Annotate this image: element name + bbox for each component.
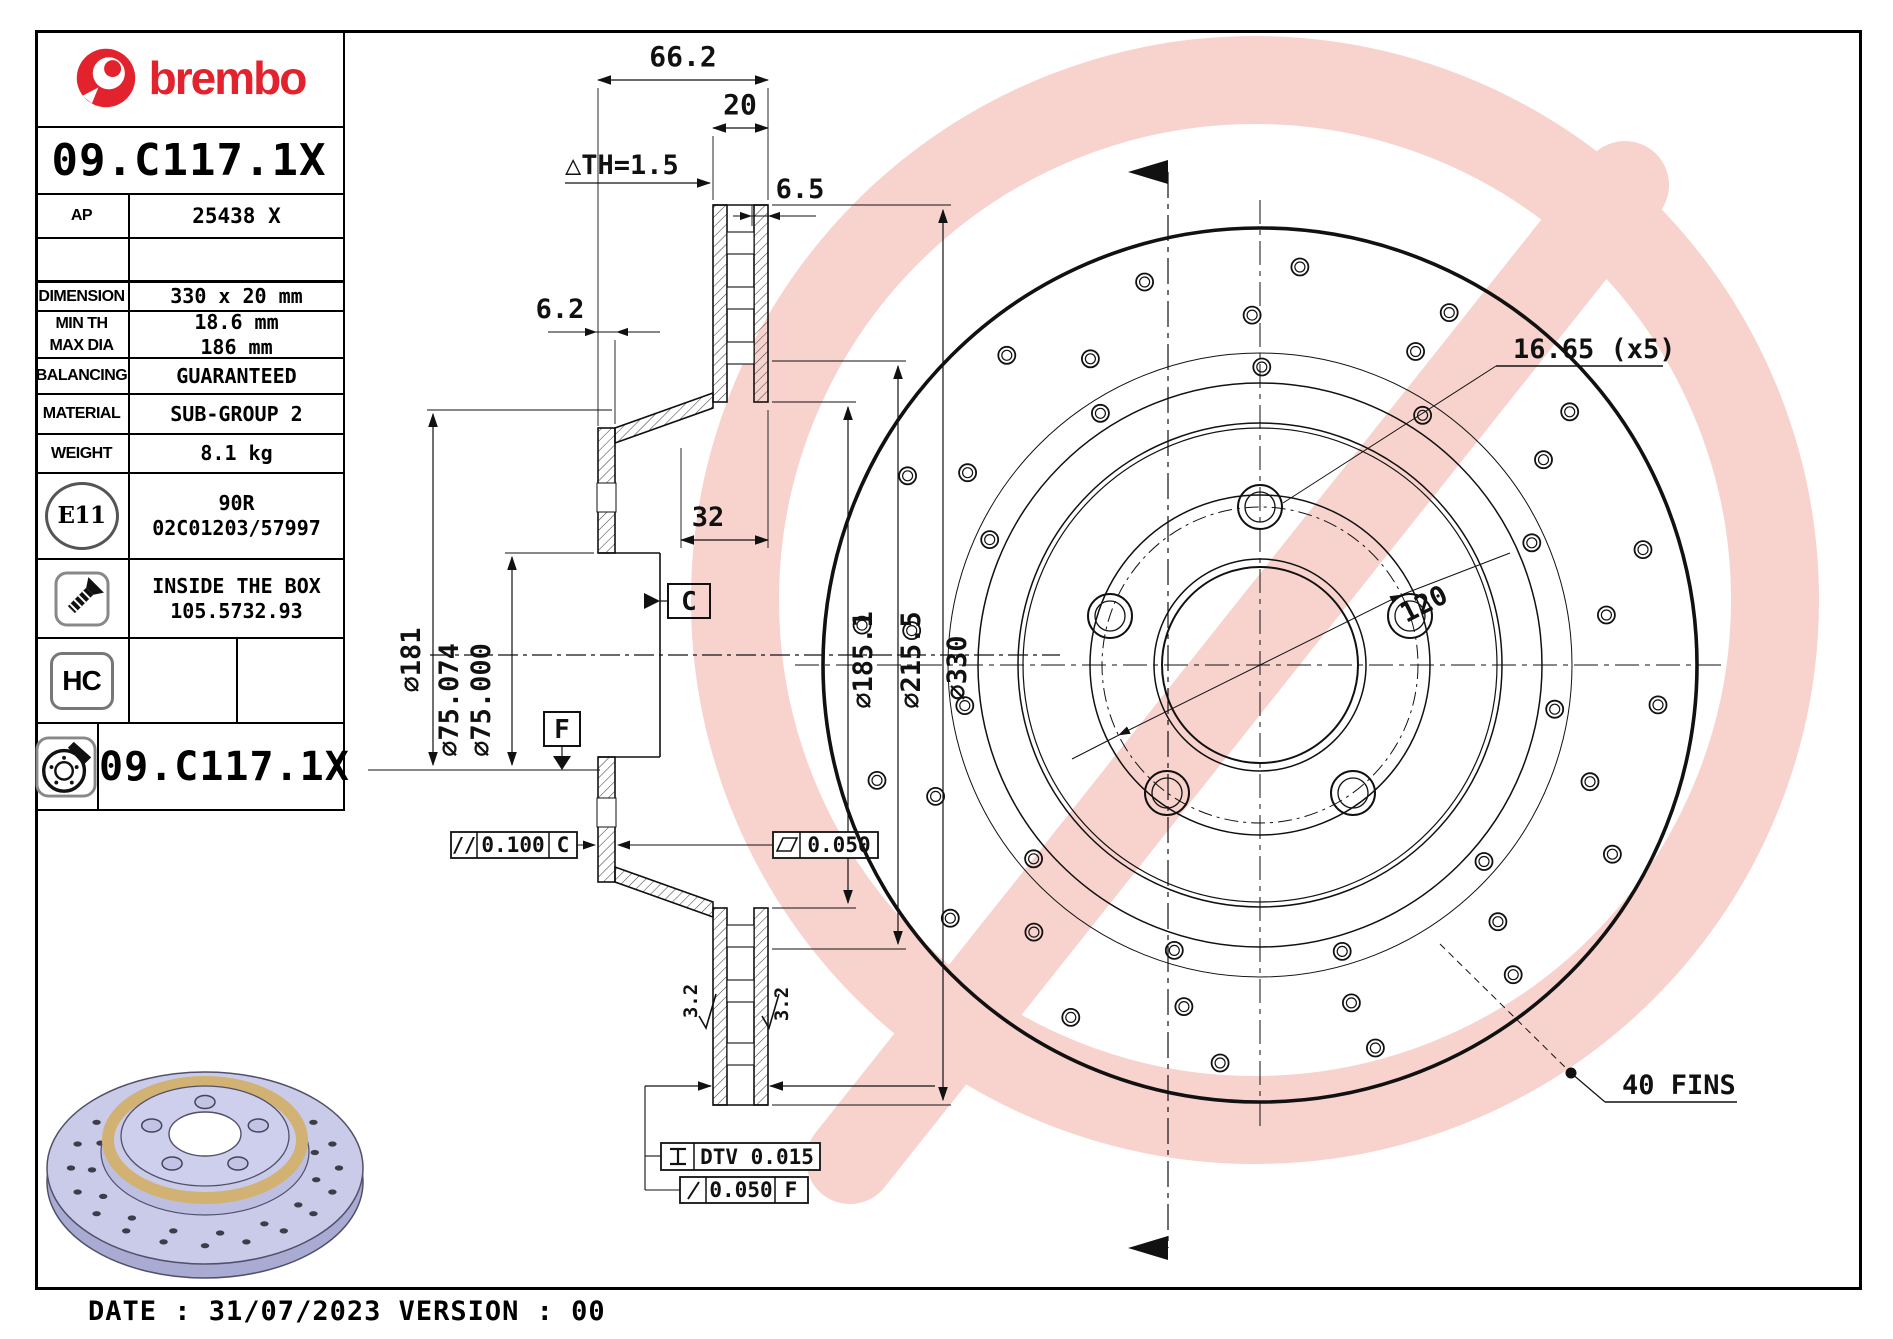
datum-c-label: C: [681, 587, 697, 617]
inside-box-value: INSIDE THE BOX 105.5732.93: [130, 560, 343, 637]
dtv-runout-callout: DTV 0.015 0.050 F: [644, 1081, 935, 1204]
parallelism-ref: C: [557, 833, 570, 857]
min-th-value: 18.6 mm: [194, 309, 279, 334]
parallelism-value: 0.100: [481, 833, 544, 857]
roughness-left-label: 3.2: [680, 984, 702, 1018]
roughness-left: 3.2: [680, 984, 717, 1031]
hub-bore-edges: [598, 552, 661, 758]
dim-hat-depth: 32: [679, 410, 770, 548]
bore-3d: [168, 1111, 242, 1157]
part-number: 09.C117.1X: [51, 135, 327, 186]
dim-bore-diameter: ⌀75.074 ⌀75.000: [434, 552, 594, 767]
dim-band-width: 20: [711, 88, 770, 200]
minth-maxdia-value: 18.6 mm 186 mm: [130, 309, 343, 359]
runout-icon: [687, 1181, 700, 1200]
datum-f-callout: F: [543, 711, 581, 770]
max-dia-label: MAX DIA: [49, 336, 114, 354]
datum-f-label: F: [554, 715, 570, 745]
dtv-value: DTV 0.015: [700, 1145, 814, 1169]
brand-wordmark: brembo: [148, 52, 308, 104]
ap-label: AP: [35, 195, 130, 237]
e11-cell: E11: [35, 474, 130, 558]
runout-value: 0.050: [709, 1178, 772, 1202]
front-view: 120 16.65 (x5) 40 FINS: [795, 160, 1737, 1260]
dim-flange-thickness-label: 6.2: [536, 294, 585, 325]
runout-ref: F: [785, 1178, 798, 1202]
parallelism-icon: //: [452, 833, 476, 857]
dim-outer-diameter-label: ⌀330: [942, 635, 973, 700]
vent-vanes: [726, 231, 755, 1066]
dim-bore-max-label: ⌀75.074: [434, 643, 465, 757]
bolt-holes-3d: [140, 1094, 270, 1171]
datum-c-callout: C: [644, 583, 711, 619]
brembo-logo-icon: [76, 48, 135, 108]
ap-value: 25438 X: [192, 203, 281, 228]
material-label: MATERIAL: [35, 395, 130, 433]
dim-hat-diameter-label: ⌀181: [396, 627, 427, 692]
dim-hat-depth-label: 32: [692, 502, 725, 533]
max-dia-value: 186 mm: [200, 334, 273, 359]
spec-table: brembo 09.C117.1X AP 25438 X DIMENSION 3…: [35, 30, 349, 811]
empty-row-label: [35, 239, 130, 280]
bolt-hole-label: 16.65 (x5): [1513, 334, 1676, 365]
screw-cell: [35, 560, 130, 637]
weight-value: 8.1 kg: [200, 441, 273, 465]
dim-pad-offset: 6.5: [733, 174, 824, 226]
brake-disc-icon: [35, 735, 97, 798]
minth-maxdia-label: MIN TH MAX DIA: [35, 312, 130, 357]
part-number-repeat: 09.C117.1X: [99, 743, 350, 790]
dim-overall-width: 66.2: [596, 40, 770, 426]
dim-flange-thickness: 6.2: [536, 294, 660, 424]
dimension-value: 330 x 20 mm: [170, 284, 303, 308]
dim-outer-diameter: ⌀330: [772, 204, 973, 1106]
date-version-line: DATE : 31/07/2023 VERSION : 00: [88, 1296, 606, 1327]
homologation-value: 90R 02C01203/57997: [130, 474, 343, 558]
parallelism-tolerance-frame: // 0.100 C: [450, 831, 597, 859]
th-note-label: △TH=1.5: [565, 150, 679, 181]
e11-badge-icon: E11: [44, 482, 119, 550]
fins-label: 40 FINS: [1622, 1070, 1736, 1101]
weight-label: WEIGHT: [35, 435, 130, 472]
disc-icon-cell: [35, 724, 99, 809]
material-value: SUB-GROUP 2: [170, 401, 303, 426]
flange-bolt-holes-section: [596, 482, 617, 828]
hc-value-cells: [130, 639, 343, 722]
bolt-hole-callout: 16.65 (x5): [1282, 334, 1676, 504]
homologation-line1: 90R: [218, 491, 255, 515]
homologation-line2: 02C01203/57997: [152, 516, 321, 540]
dim-hat-diameter: ⌀181: [396, 409, 612, 767]
balancing-value: GUARANTEED: [176, 363, 297, 388]
dim-pad-offset-label: 6.5: [776, 174, 825, 205]
inside-box-line2: 105.5732.93: [170, 598, 303, 623]
hc-empty-right: [238, 639, 344, 722]
dim-band-width-label: 20: [723, 88, 757, 121]
dim-overall-width-label: 66.2: [649, 40, 716, 73]
dim-bore-min-label: ⌀75.000: [466, 643, 497, 757]
sheet-frame: [35, 30, 1862, 1290]
hc-badge-icon: HC: [49, 651, 114, 710]
hc-empty-left: [130, 639, 238, 722]
min-th-label: MIN TH: [55, 314, 108, 332]
screw-icon: [54, 571, 109, 626]
dim-flange-diameter: ⌀215.5: [772, 360, 927, 950]
dim-flange-diameter-label: ⌀215.5: [896, 611, 927, 709]
cross-section-view: 66.2 20 △TH=1.5 6.5 6.2: [368, 40, 1060, 1204]
roughness-right: 3.2: [761, 987, 793, 1031]
dtv-icon: [670, 1147, 686, 1166]
drilled-holes-pattern: [852, 257, 1668, 1073]
inside-box-line1: INSIDE THE BOX: [152, 573, 321, 598]
dim-th-note: △TH=1.5: [565, 150, 712, 188]
dimension-label: DIMENSION: [35, 283, 130, 310]
balancing-label: BALANCING: [35, 359, 130, 393]
product-render-3d: [46, 1071, 364, 1279]
empty-row-value: [130, 239, 343, 280]
brand-row: brembo: [35, 30, 343, 128]
flatness-icon: [775, 837, 799, 852]
fins-callout: 40 FINS: [1439, 943, 1737, 1103]
roughness-right-label: 3.2: [771, 987, 793, 1021]
hc-cell: HC: [35, 639, 130, 722]
